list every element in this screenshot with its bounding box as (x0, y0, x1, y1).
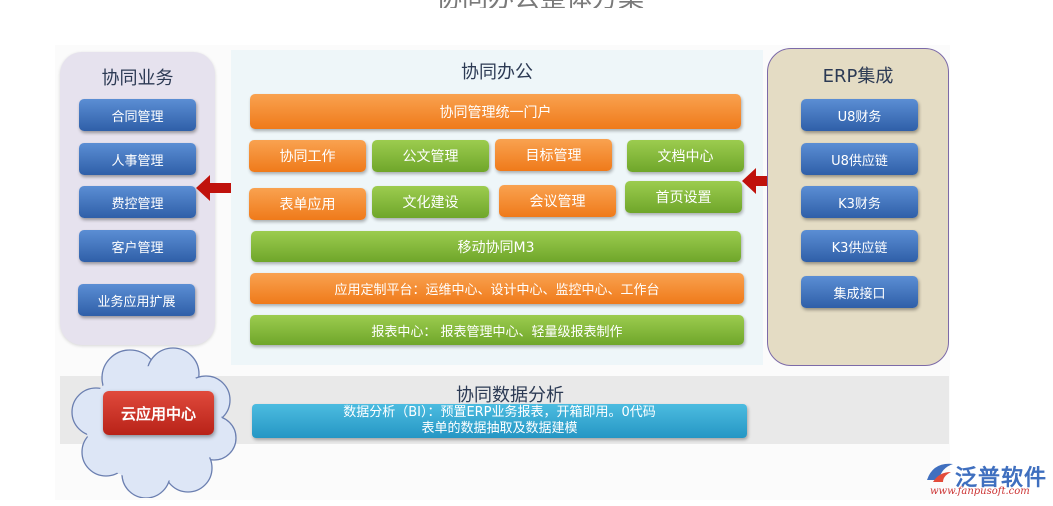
item-contract[interactable]: 合同管理 (79, 99, 196, 131)
item-culture[interactable]: 文化建设 (372, 186, 489, 218)
fanpu-logo-icon (927, 463, 953, 482)
item-k3-finance[interactable]: K3财务 (801, 186, 918, 218)
bi-line-2: 表单的数据抽取及数据建模 (421, 421, 578, 436)
panel-title-data-analysis: 协同数据分析 (456, 385, 564, 406)
report-center[interactable]: 报表中心： 报表管理中心、轻量级报表制作 (250, 315, 744, 345)
item-hr[interactable]: 人事管理 (79, 143, 196, 175)
item-u8-finance[interactable]: U8财务 (801, 99, 918, 131)
logo-url: www.fanpusoft.com (930, 486, 1030, 497)
bi-analysis-box[interactable]: 数据分析（BI）：预置ERP业务报表，开箱即用。0代码 表单的数据抽取及数据建模 (252, 404, 747, 438)
cloud-app-center-button[interactable]: 云应用中心 (103, 391, 214, 435)
item-k3-supply-chain[interactable]: K3供应链 (801, 230, 918, 262)
item-expense[interactable]: 费控管理 (79, 186, 196, 218)
item-u8-supply-chain[interactable]: U8供应链 (801, 143, 918, 175)
logo-name: 泛普软件 (955, 466, 1048, 491)
app-custom-platform[interactable]: 应用定制平台：运维中心、设计中心、监控中心、工作台 (250, 273, 744, 304)
item-goal-mgmt[interactable]: 目标管理 (495, 139, 612, 171)
unified-portal[interactable]: 协同管理统一门户 (250, 94, 741, 129)
item-meeting[interactable]: 会议管理 (499, 185, 616, 217)
item-integration-interface[interactable]: 集成接口 (801, 276, 918, 308)
panel-title-erp: ERP集成 (822, 66, 894, 87)
mobile-collab-m3[interactable]: 移动协同M3 (251, 231, 741, 262)
item-business-extension[interactable]: 业务应用扩展 (78, 284, 195, 316)
item-customer[interactable]: 客户管理 (79, 230, 196, 262)
item-doc-center[interactable]: 文档中心 (627, 140, 744, 172)
bi-line-1: 数据分析（BI）：预置ERP业务报表，开箱即用。0代码 (343, 405, 656, 420)
clipped-header-text: 协同办公整体方案 (340, 0, 740, 8)
item-form-app[interactable]: 表单应用 (249, 188, 366, 220)
item-official-doc[interactable]: 公文管理 (372, 140, 489, 172)
item-collab-work[interactable]: 协同工作 (249, 140, 366, 172)
panel-title-collab-office: 协同办公 (461, 62, 533, 83)
panel-title-collab-business: 协同业务 (101, 68, 174, 89)
item-homepage-settings[interactable]: 首页设置 (625, 181, 742, 213)
